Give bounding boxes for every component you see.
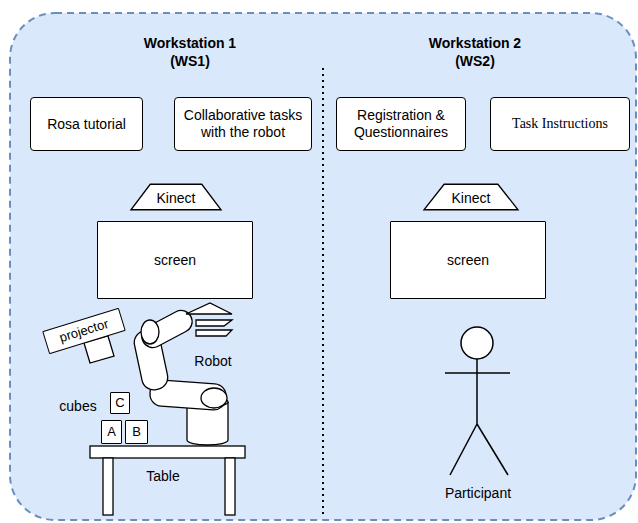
node-text: Kinect [452,190,491,207]
room-region [10,13,636,520]
kinect-shape [131,184,221,209]
cube: A [101,420,122,444]
divider-line [322,68,324,515]
node-text: C [115,395,124,411]
task-box: Registration & Questionnaires [336,97,466,151]
projector-box: projector [42,308,126,354]
screen-box: screen [390,221,546,299]
cube: C [110,392,130,414]
node-text: Collaborative tasks with the robot [179,107,307,141]
kinect-shape [424,184,518,209]
node-text: Task Instructions [512,116,608,133]
node-text: screen [154,252,196,269]
node-text: B [132,424,141,440]
table [90,446,245,515]
node-text: Kinect [157,190,196,207]
robot-label: Robot [194,353,231,371]
task-box: Collaborative tasks with the robot [174,97,312,151]
node-text: A [107,424,116,440]
task-box: Task Instructions [490,97,630,151]
task-box: Rosa tutorial [30,97,143,151]
workstation-heading: Workstation 1 (WS1) [131,35,249,70]
participant-figure [445,327,510,475]
kinect-sensor: Kinect [130,184,222,210]
node-text: screen [447,252,489,269]
node-text: Registration & Questionnaires [341,107,461,141]
node-text: Rosa tutorial [47,116,126,133]
node-text: projector [58,316,111,346]
screen-box: screen [97,221,253,299]
table-label: Table [146,468,179,486]
cubes-label: cubes [59,398,96,416]
participant-label: Participant [445,485,511,503]
workstation-heading: Workstation 2 (WS2) [416,35,534,70]
cube: B [125,420,148,444]
kinect-sensor: Kinect [423,184,519,210]
